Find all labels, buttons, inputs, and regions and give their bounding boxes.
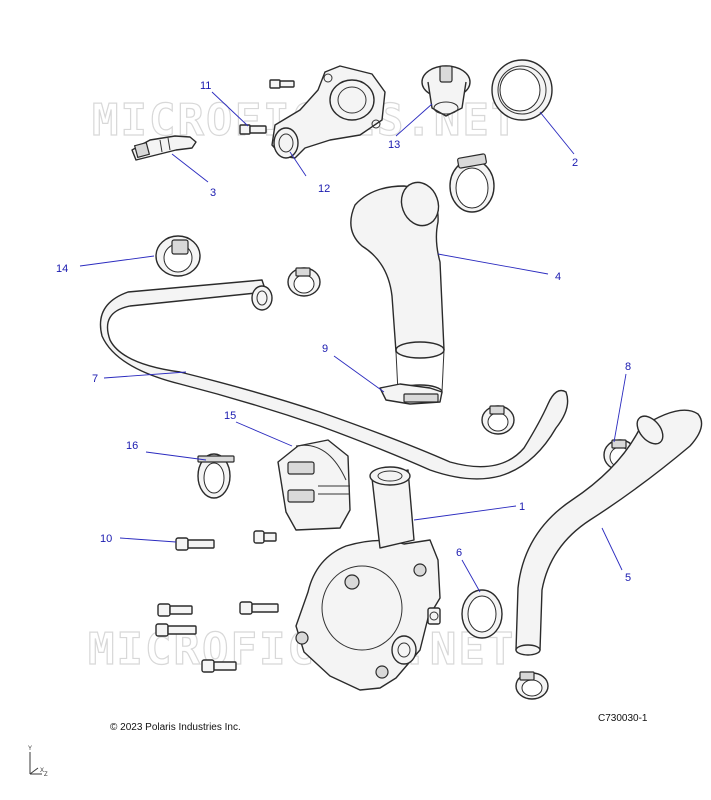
copyright-text: © 2023 Polaris Industries Inc. xyxy=(110,722,241,733)
drawing-number: C730030-1 xyxy=(598,713,648,724)
callout-6[interactable]: 6 xyxy=(456,547,462,559)
lower-hose-part-5[interactable] xyxy=(515,409,703,656)
callout-12[interactable]: 12 xyxy=(318,183,330,195)
callout-5[interactable]: 5 xyxy=(625,572,631,584)
callout-15[interactable]: 15 xyxy=(224,410,236,422)
callout-4[interactable]: 4 xyxy=(555,271,561,283)
bolts-part-10[interactable] xyxy=(155,530,279,673)
cover-part-15[interactable] xyxy=(277,439,351,531)
callout-11[interactable]: 11 xyxy=(200,80,211,92)
bolt-part-11[interactable] xyxy=(239,79,295,135)
axis-x-label: X xyxy=(40,768,44,774)
small-clamp-upper[interactable] xyxy=(287,267,321,297)
callout-14[interactable]: 14 xyxy=(56,263,68,275)
small-clamp-lower[interactable] xyxy=(481,405,515,435)
temperature-sensor-part[interactable] xyxy=(131,135,197,161)
hose-clamp-bottom[interactable] xyxy=(515,671,549,700)
axis-triad: Y X Z xyxy=(28,746,48,778)
leader-lines xyxy=(79,91,627,593)
callout-16[interactable]: 16 xyxy=(126,440,138,452)
callout-8[interactable]: 8 xyxy=(625,361,631,373)
callout-2[interactable]: 2 xyxy=(572,157,578,169)
strap-part-16[interactable] xyxy=(197,453,235,499)
callout-10[interactable]: 10 xyxy=(100,533,112,545)
callout-3[interactable]: 3 xyxy=(210,187,216,199)
o-ring-part-2[interactable] xyxy=(491,59,553,121)
callout-1[interactable]: 1 xyxy=(519,501,525,513)
upper-hose-part-4[interactable] xyxy=(350,177,445,400)
thermostat-housing-part[interactable] xyxy=(271,65,386,159)
hose-clamp-top[interactable] xyxy=(449,153,495,213)
axis-z-label: Z xyxy=(44,772,48,778)
bypass-hose-part-7[interactable] xyxy=(99,279,569,480)
o-ring-part-6[interactable] xyxy=(461,589,503,639)
hose-clamp-part-9[interactable] xyxy=(379,383,443,405)
callout-13[interactable]: 13 xyxy=(388,139,400,151)
axis-y-label: Y xyxy=(28,746,32,752)
callout-9[interactable]: 9 xyxy=(322,343,328,355)
callout-7[interactable]: 7 xyxy=(92,373,98,385)
clamp-part-14[interactable] xyxy=(155,235,201,277)
callout-labels: 11 12 13 2 3 14 4 9 7 8 16 15 1 10 6 5 xyxy=(56,80,631,584)
water-pump-part-1[interactable] xyxy=(295,466,441,691)
thermostat-part[interactable] xyxy=(421,65,471,117)
